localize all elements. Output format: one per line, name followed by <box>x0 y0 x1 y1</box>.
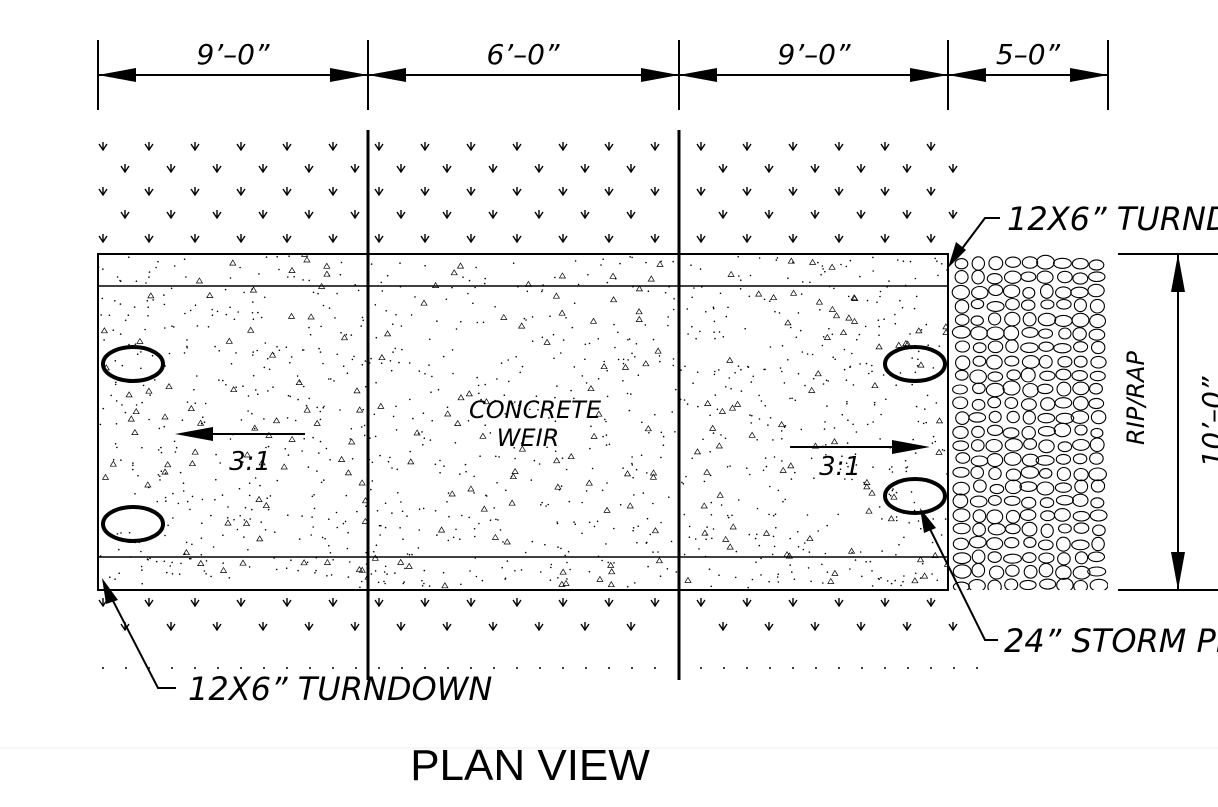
turndown-label-top: 12X6” TURNDOWN <box>1007 200 1218 238</box>
slope-ratio-left: 3:1 <box>229 447 271 477</box>
turndown-label-bottom: 12X6” TURNDOWN <box>188 670 492 708</box>
storm-pipe-label: 24” STORM PIPE <box>1004 622 1218 660</box>
storm-pipe-right-upper <box>883 345 947 383</box>
weir-label: WEIR <box>497 424 560 452</box>
riprap-stone-pattern <box>951 254 1108 590</box>
slope-ratio-right: 3:1 <box>819 452 861 482</box>
grass-pattern-top <box>98 142 958 244</box>
dimension-label-6ft: 6’–0” <box>486 38 560 71</box>
slope-arrow-right <box>790 440 930 454</box>
dimension-label-5ft: 5–0” <box>996 38 1061 71</box>
slope-arrow-left <box>175 427 305 441</box>
top-dimension-chain <box>97 40 1109 110</box>
concrete-weir-outline <box>97 253 949 591</box>
leader-storm-pipe <box>920 508 998 641</box>
riprap-label: RIP/RAP <box>1122 351 1150 445</box>
storm-pipe-left-lower <box>101 505 165 543</box>
leader-turndown-bottom <box>102 578 176 689</box>
dimension-label-10ft: 10’–0” <box>1196 376 1218 467</box>
plan-view-title: PLAN VIEW <box>410 741 650 790</box>
storm-pipe-left-upper <box>101 345 165 383</box>
storm-pipe-right-lower <box>883 477 947 515</box>
dimension-label-9ft-right: 9’–0” <box>777 38 851 71</box>
vertical-dimension <box>1118 253 1218 591</box>
grass-pattern-bottom <box>98 598 978 669</box>
concrete-label: CONCRETE <box>469 396 602 424</box>
storm-pipes <box>101 345 947 543</box>
concrete-stipple-pattern <box>98 254 948 589</box>
dimension-label-9ft-left: 9’–0” <box>196 38 270 71</box>
leader-turndown-top <box>948 217 1000 268</box>
